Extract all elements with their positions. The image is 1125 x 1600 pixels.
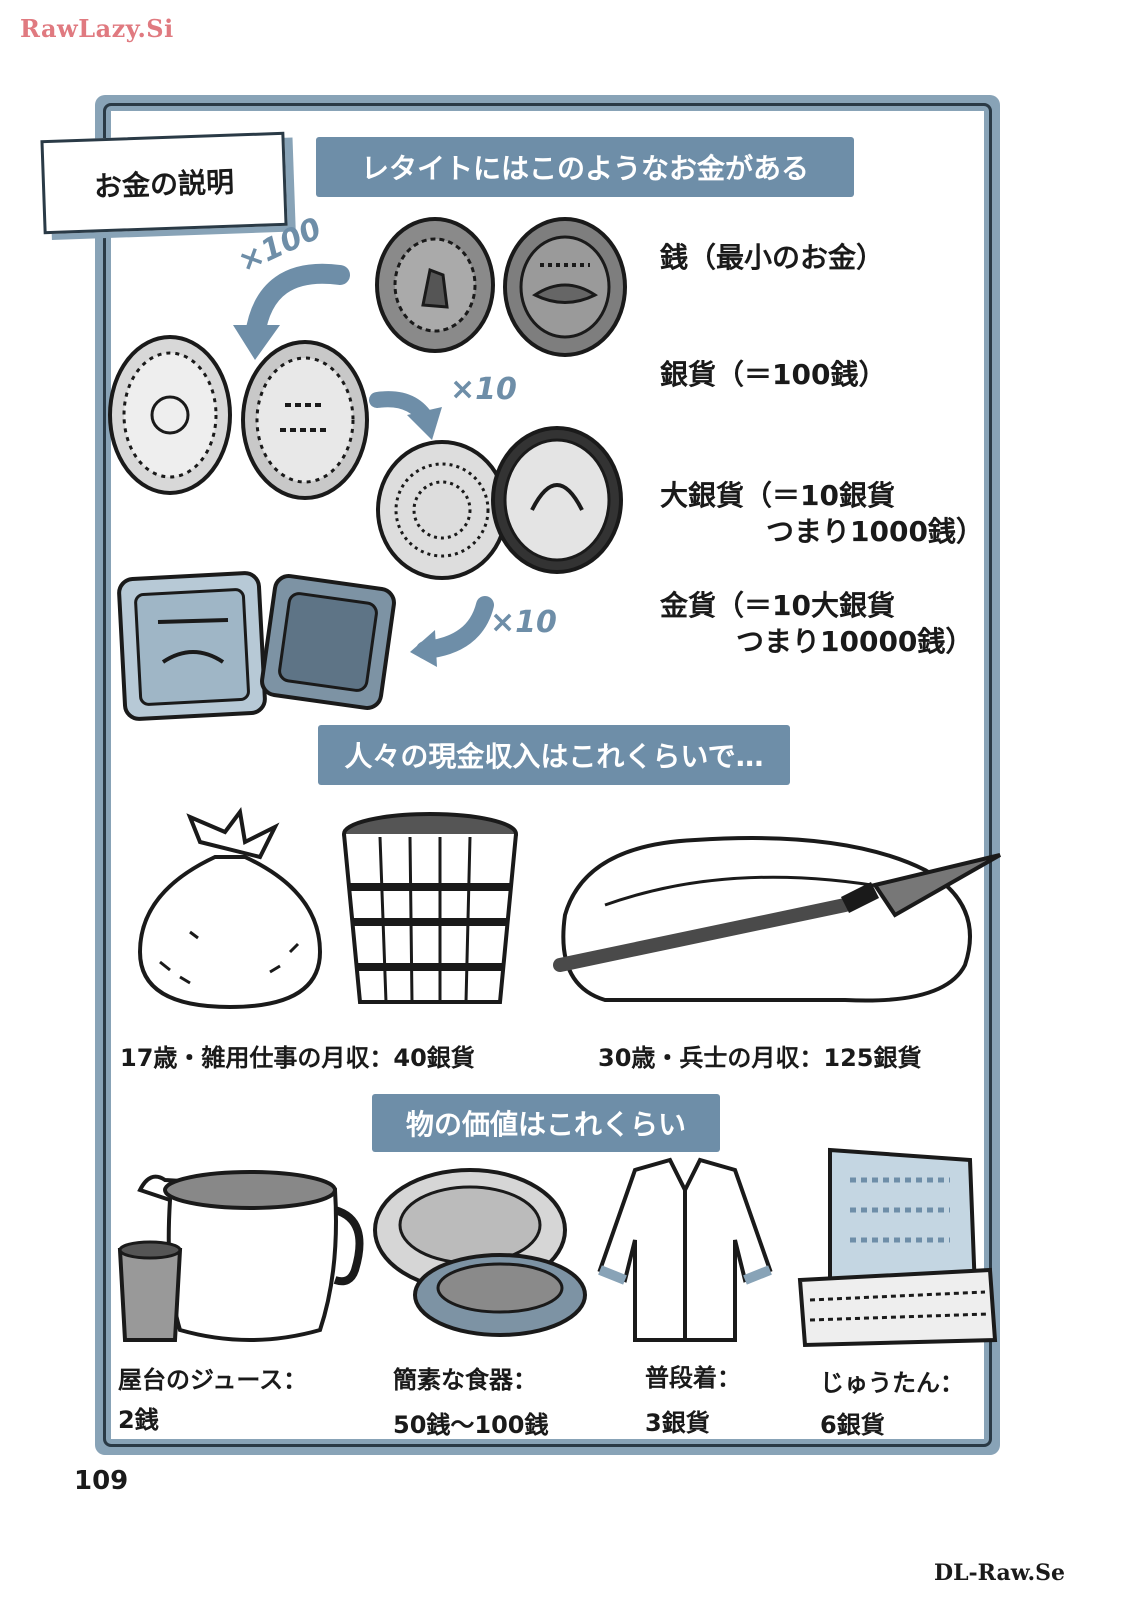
watermark-top: RawLazy.Si	[20, 14, 174, 43]
denomination-daiginka: 大銀貨（＝10銀貨 つまり1000銭）	[660, 478, 984, 551]
denomination-sen-text: 銭（最小のお金）	[660, 241, 885, 274]
denomination-daiginka-line2: つまり1000銭）	[766, 515, 984, 549]
arrow-x10-first-icon	[369, 391, 442, 440]
price-carpet-value: 6銀貨	[820, 1411, 885, 1439]
denomination-kinka-line2: つまり10000銭）	[736, 625, 974, 659]
denomination-sen: 銭（最小のお金）	[660, 240, 884, 276]
watermark-bottom: DL-Raw.Se	[934, 1560, 1065, 1586]
page-frame-inner	[103, 103, 992, 1447]
denomination-daiginka-line1: 大銀貨（＝10銀貨	[660, 479, 895, 512]
price-carpet-item: じゅうたん：	[820, 1369, 964, 1397]
carpet-illustration	[797, 1147, 998, 1348]
income-soldier: 30歳・兵士の月収：125銀貨	[598, 1044, 922, 1072]
silver-coin-illustration	[108, 335, 369, 500]
price-dishes-value: 50銭〜100銭	[393, 1411, 549, 1439]
denomination-kinka-line1: 金貨（＝10大銀貨	[660, 589, 895, 622]
multiplier-x10-first: ×10	[450, 372, 517, 407]
title-tag: お金の説明	[40, 131, 288, 235]
sack-illustration	[137, 807, 323, 1010]
price-dishes-item: 簡素な食器：	[393, 1366, 537, 1394]
denomination-ginka: 銀貨（＝100銭）	[660, 357, 886, 393]
banner-money-types: レタイトにはこのようなお金がある	[316, 137, 854, 197]
bedroll-spear-illustration	[553, 836, 1001, 1003]
sen-coin-illustration	[375, 217, 627, 357]
clothing-illustration	[597, 1157, 773, 1342]
bucket-illustration	[342, 812, 518, 1004]
banner-prices: 物の価値はこれくらい	[372, 1094, 720, 1152]
price-juice-item: 屋台のジュース：	[118, 1366, 308, 1394]
denomination-ginka-text: 銀貨（＝100銭）	[660, 358, 887, 391]
juice-pitcher-illustration	[117, 1170, 364, 1342]
arrow-x100-icon	[233, 263, 350, 360]
multiplier-x10-second: ×10	[490, 605, 557, 640]
denomination-kinka: 金貨（＝10大銀貨 つまり10000銭）	[660, 588, 973, 661]
arrow-x10-second-icon	[410, 596, 494, 667]
price-clothing-item: 普段着：	[645, 1364, 741, 1392]
banner-income: 人々の現金収入はこれくらいで…	[318, 725, 790, 785]
price-clothing-value: 3銀貨	[645, 1409, 710, 1437]
dishes-illustration	[373, 1168, 587, 1337]
income-laborer: 17歳・雑用仕事の月収：40銀貨	[120, 1044, 475, 1072]
large-silver-coin-illustration	[376, 426, 623, 580]
page-number: 109	[74, 1466, 129, 1496]
price-juice-value: 2銭	[118, 1406, 159, 1434]
gold-coin-illustration	[117, 571, 396, 721]
